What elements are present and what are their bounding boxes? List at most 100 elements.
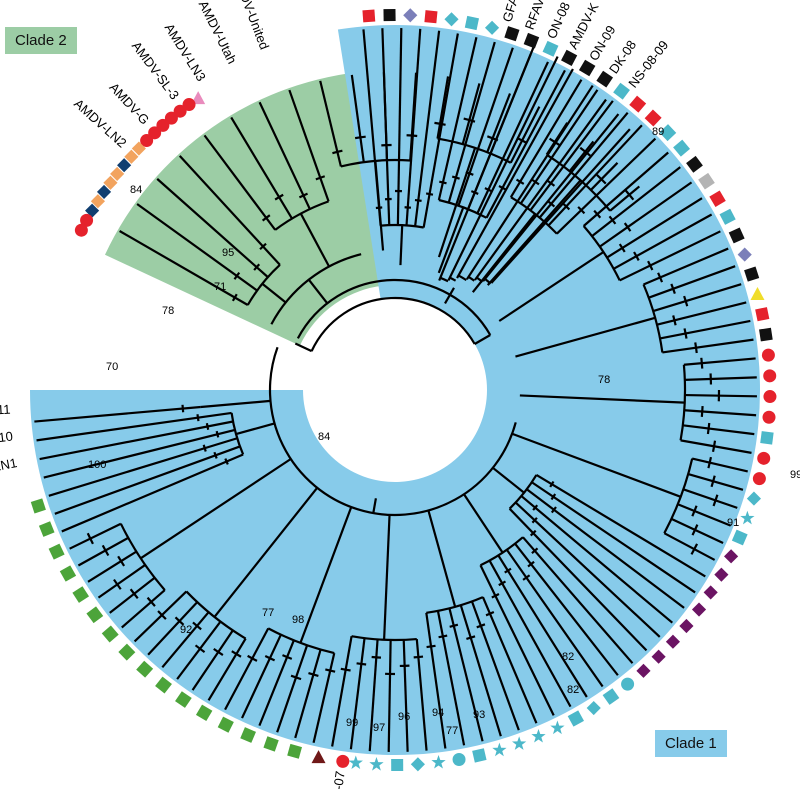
branch-81 xyxy=(405,28,422,226)
branch-207 xyxy=(448,608,484,742)
branch-223 xyxy=(349,638,366,750)
branch-77 xyxy=(381,28,391,226)
leaf-marker-33 xyxy=(757,451,771,465)
branch-27 xyxy=(156,178,269,278)
leaf-marker-24 xyxy=(744,266,760,282)
leaf-marker-85 xyxy=(140,134,154,148)
leaf-marker-10 xyxy=(561,49,578,66)
clade-sectors xyxy=(30,25,760,756)
branch-249 xyxy=(161,611,210,669)
branch-1 xyxy=(296,278,492,339)
leaf-marker-52 xyxy=(512,736,527,750)
leaf-marker-74 xyxy=(72,586,90,603)
taxon-label-wi-09-11: WI-09-11 xyxy=(0,402,11,420)
leaf-markers xyxy=(30,8,777,772)
branch-157 xyxy=(511,432,682,498)
branch-55 xyxy=(461,83,481,145)
branch-165 xyxy=(677,503,732,527)
leaf-marker-46 xyxy=(621,677,635,691)
leaf-marker-6 xyxy=(484,20,500,35)
leaf-marker-57 xyxy=(410,757,425,772)
branch-149 xyxy=(684,393,757,398)
clade-1-sector xyxy=(30,25,760,756)
branch-89 xyxy=(437,37,478,201)
branch-183 xyxy=(508,507,648,652)
branch-237 xyxy=(241,634,282,719)
branch-177 xyxy=(526,488,685,609)
branch-91 xyxy=(447,41,496,203)
bootstrap-value: 84 xyxy=(130,184,142,196)
leaf-marker-34 xyxy=(752,472,766,486)
leaf-marker-22 xyxy=(728,227,745,244)
branch-0 xyxy=(310,296,476,352)
bootstrap-value: 95 xyxy=(222,247,234,259)
branch-109 xyxy=(538,111,629,219)
branch-156 xyxy=(663,458,694,534)
branch-25 xyxy=(136,203,258,292)
leaf-marker-9 xyxy=(542,40,559,57)
leaf-marker-64 xyxy=(263,736,279,752)
leaf-marker-56 xyxy=(431,754,446,769)
leaf-marker-61 xyxy=(336,754,350,768)
branch-135 xyxy=(652,283,742,313)
leaf-marker-30 xyxy=(763,390,777,404)
leaf-marker-62 xyxy=(311,750,326,764)
leaf-marker-44 xyxy=(651,649,666,664)
leaf-marker-45 xyxy=(636,663,651,678)
taxon-label-rfav: RFAV xyxy=(522,0,548,32)
branch-275 xyxy=(48,437,238,497)
branch-169 xyxy=(663,532,716,561)
branch-53 xyxy=(436,76,450,139)
branch-131 xyxy=(643,247,729,286)
leaf-marker-13 xyxy=(613,82,630,100)
leaf-marker-42 xyxy=(679,618,694,634)
branch-189 xyxy=(514,542,619,676)
branch-213 xyxy=(382,514,391,640)
leaf-marker-66 xyxy=(217,716,234,733)
leaf-marker-2 xyxy=(403,8,418,23)
bootstrap-value: 93 xyxy=(473,709,485,721)
bootstrap-value: 99 xyxy=(790,469,800,481)
leaf-marker-65 xyxy=(240,727,256,743)
leaf-marker-19 xyxy=(698,172,715,190)
branch-227 xyxy=(299,506,353,644)
branch-17 xyxy=(490,128,631,284)
branch-185 xyxy=(463,493,504,554)
leaf-marker-77 xyxy=(38,521,55,537)
branch-273 xyxy=(54,445,241,515)
branch-175 xyxy=(531,481,696,594)
leaf-marker-5 xyxy=(464,15,480,31)
branch-279 xyxy=(39,420,234,461)
leaf-marker-71 xyxy=(118,643,136,661)
leaf-marker-23 xyxy=(737,247,752,262)
leaf-marker-21 xyxy=(719,208,736,225)
branch-205 xyxy=(459,604,502,737)
branch-235 xyxy=(258,639,295,727)
branch-63 xyxy=(545,122,569,156)
branch-2 xyxy=(294,342,313,353)
branch-211 xyxy=(425,612,447,749)
branch-29 xyxy=(178,155,281,266)
branch-221 xyxy=(368,639,379,752)
leaf-marker-27 xyxy=(759,327,773,342)
leaf-marker-26 xyxy=(755,307,770,322)
bootstrap-value: 82 xyxy=(562,651,574,663)
branch-265 xyxy=(77,536,129,567)
bootstrap-value: 78 xyxy=(598,374,610,386)
branch-225 xyxy=(331,636,353,747)
taxon-label-amdv-utah: AMDV-Utah xyxy=(196,0,240,66)
branch-239 xyxy=(224,627,270,711)
bootstrap-value: 77 xyxy=(446,725,458,737)
branch-71 xyxy=(372,498,377,514)
branch-141 xyxy=(662,338,754,354)
branch-115 xyxy=(498,251,605,322)
branch-229 xyxy=(312,652,336,743)
branch-159 xyxy=(691,457,748,473)
leaf-marker-0 xyxy=(362,9,376,23)
branch-113 xyxy=(556,137,657,235)
branch-87 xyxy=(437,206,465,274)
branch-269 xyxy=(235,422,275,436)
taxon-label-on-08: ON-08 xyxy=(544,0,573,41)
leaf-marker-40 xyxy=(703,585,718,600)
branch-31 xyxy=(299,213,331,268)
